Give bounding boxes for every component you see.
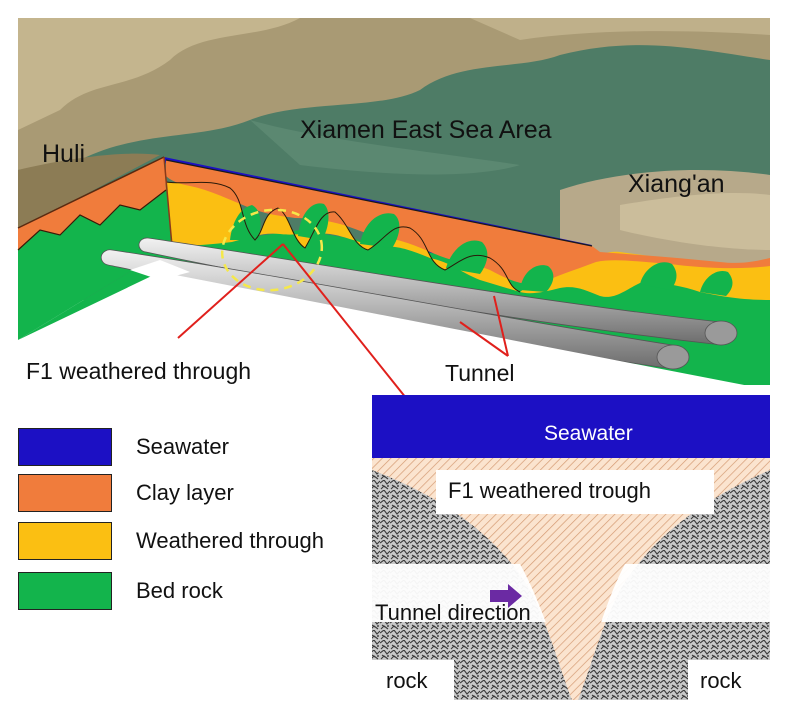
tunnel-tubes [100, 237, 738, 370]
ground-plane [18, 272, 770, 392]
legend-label-bedrock: Bed rock [136, 578, 223, 603]
trough-label-box [436, 470, 714, 514]
swatch-bedrock [18, 572, 112, 610]
legend-label-clay: Clay layer [136, 480, 234, 505]
huli-label: Huli [42, 140, 86, 168]
swatch-weathered [18, 522, 112, 560]
swatch-clay [18, 474, 112, 512]
section-seawater-label: Seawater [544, 422, 633, 445]
legend-label-weathered: Weathered through [136, 528, 324, 553]
left-wall [17, 156, 172, 340]
section-rock-left-label: rock [386, 668, 428, 693]
xiangan-label: Xiang'an [628, 170, 725, 198]
section-direction-label: Tunnel direction [375, 600, 531, 625]
f1-callout: F1 weathered through [26, 358, 252, 384]
section-trough-label: F1 weathered trough [448, 478, 652, 503]
tunnel-callout: Tunnel [445, 360, 515, 386]
f1-highlight-ellipse [220, 208, 324, 292]
legend-label-seawater: Seawater [136, 434, 229, 459]
section-rock-right-label: rock [700, 668, 742, 693]
swatch-seawater [18, 428, 112, 466]
sea-area-label: Xiamen East Sea Area [300, 116, 552, 144]
